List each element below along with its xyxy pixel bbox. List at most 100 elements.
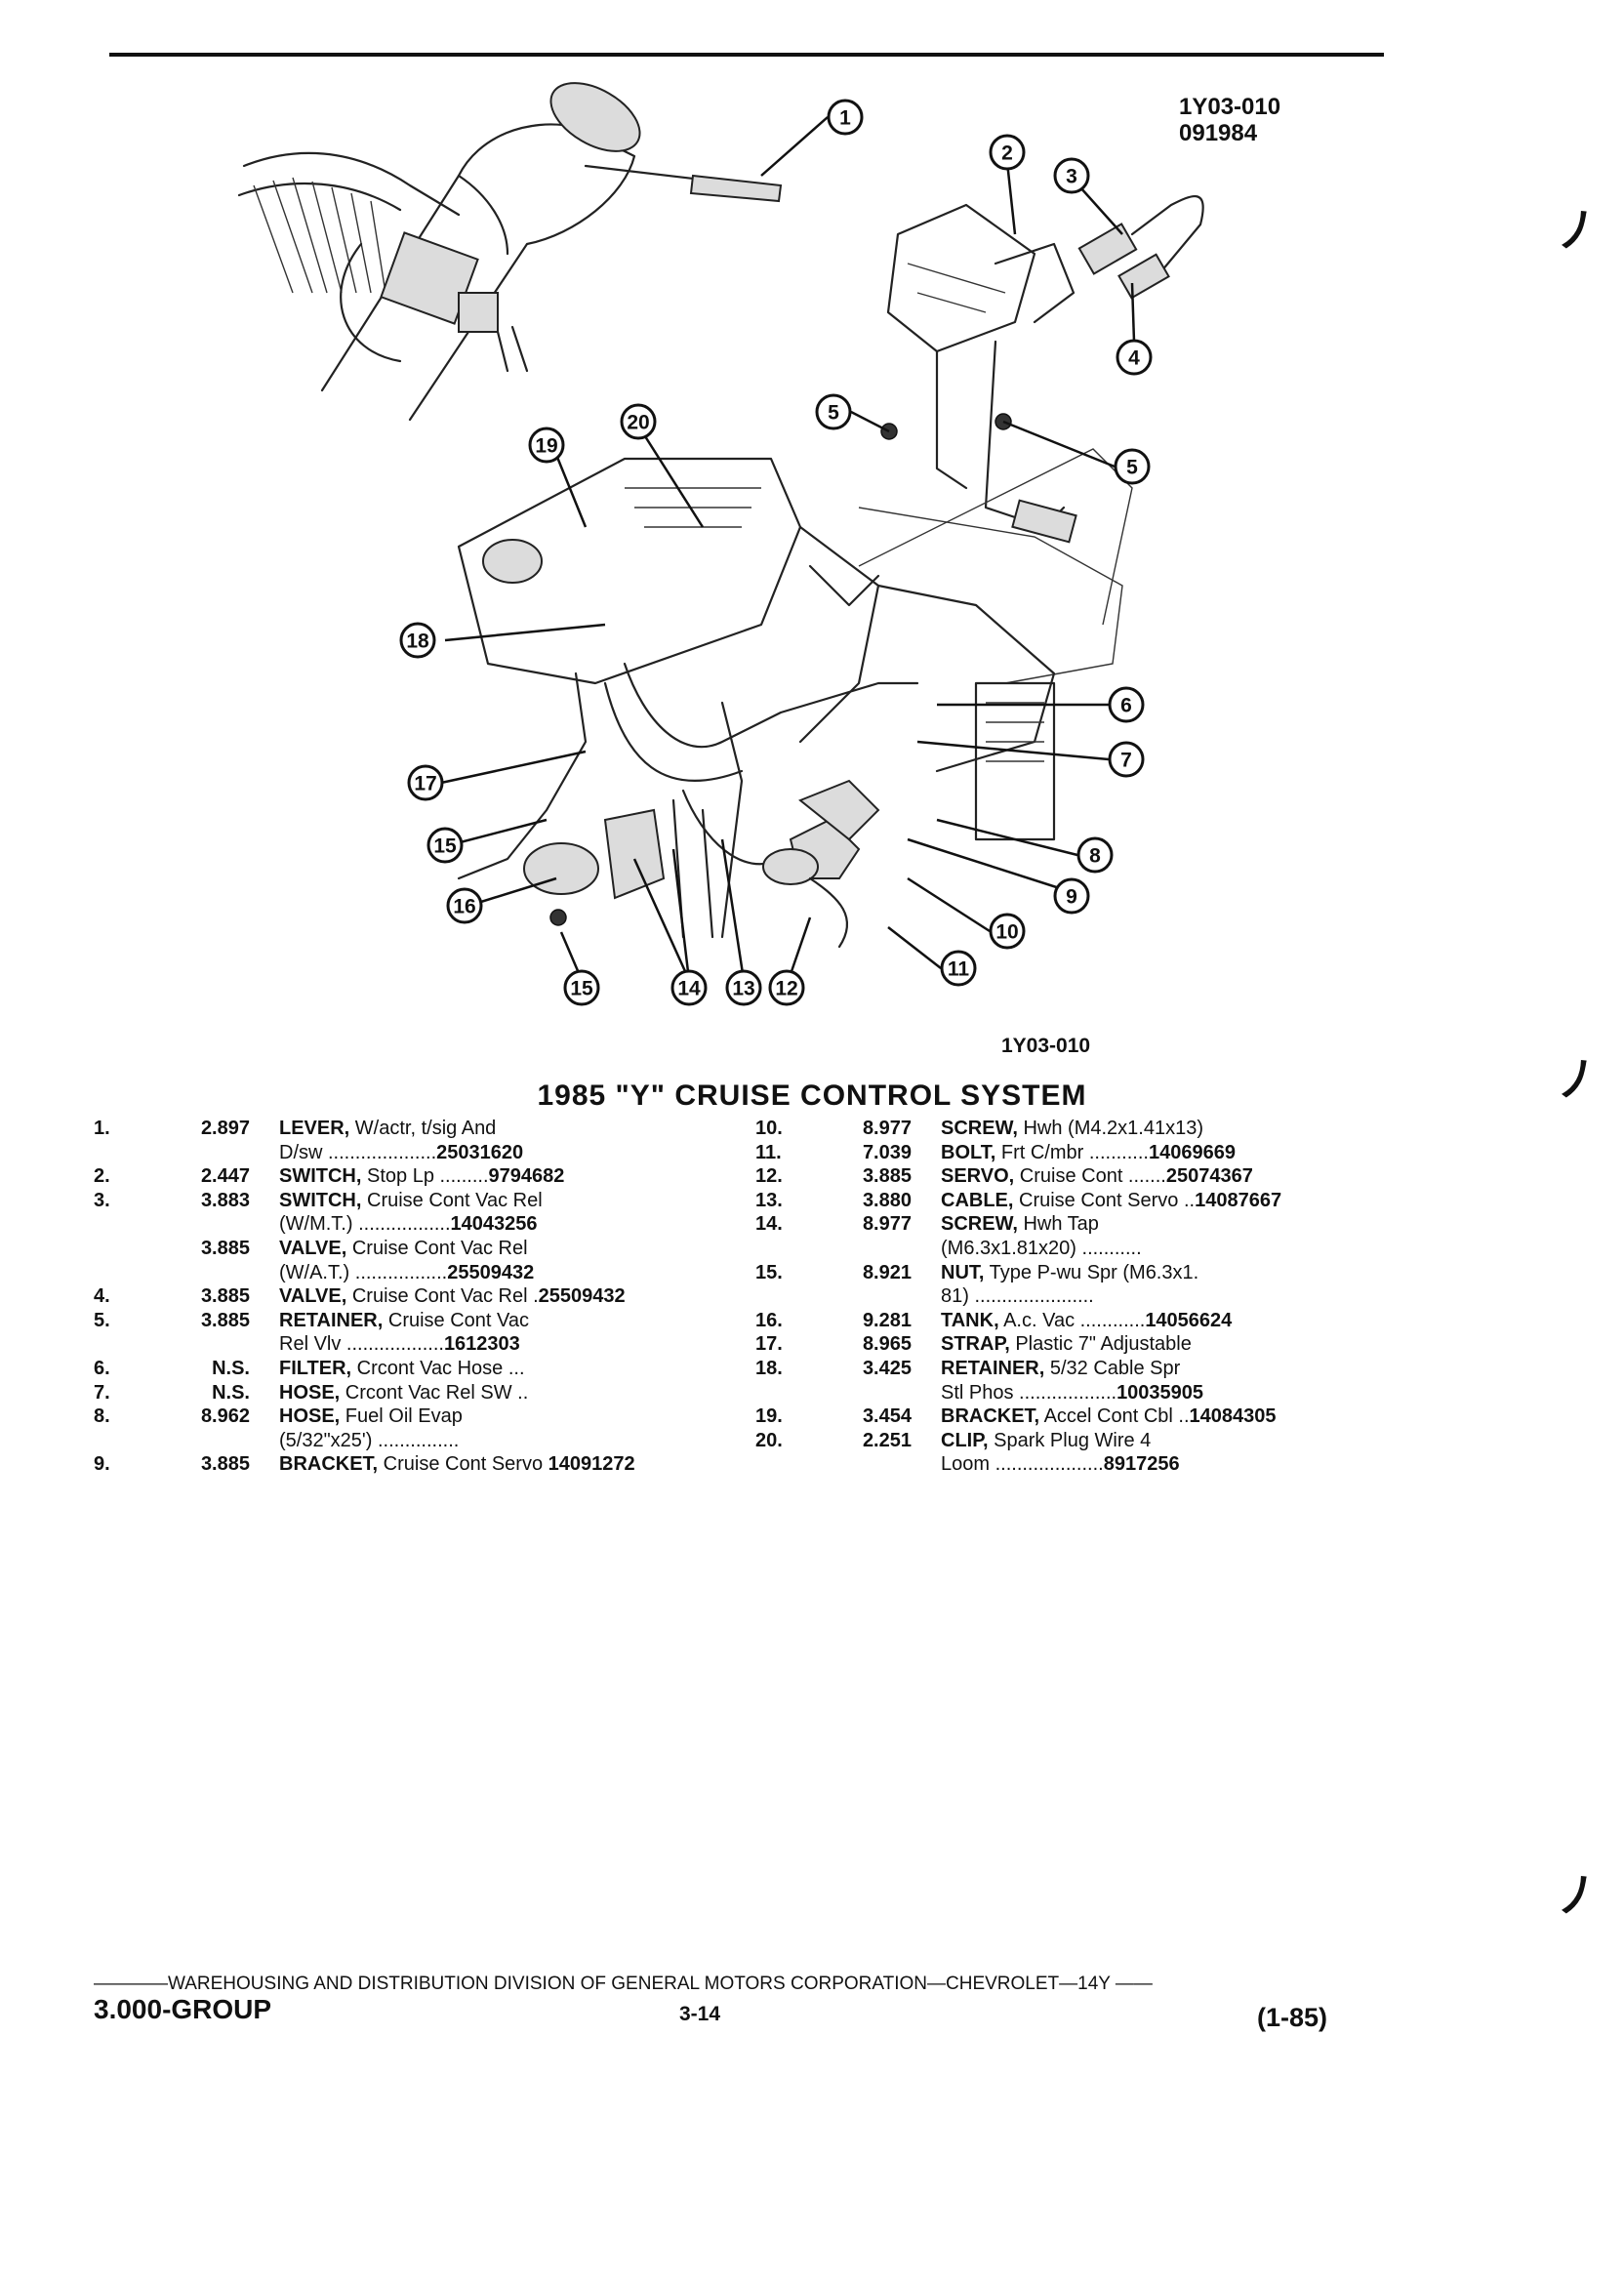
svg-text:19: 19	[535, 435, 557, 458]
group-code: 8.962	[200, 1405, 250, 1428]
part-text: Loom ....................	[941, 1453, 1104, 1476]
part-text: Hwh (M4.2x1.41x13)	[1017, 1118, 1203, 1139]
callout-13: 13	[725, 969, 762, 1006]
part-description: Loom ....................8917256	[941, 1452, 1380, 1477]
part-number: 25509432	[538, 1285, 626, 1308]
group-code: 9.281	[862, 1309, 912, 1331]
part-text: (M6.3x1.81x20) ...........	[941, 1237, 1142, 1259]
callout-15: 15	[426, 827, 464, 864]
engine-bay-art	[457, 448, 1133, 949]
top-rule	[109, 53, 1384, 57]
part-description: HOSE, Crcont Vac Rel SW ..	[279, 1381, 709, 1405]
part-name: SERVO,	[941, 1165, 1015, 1188]
part-number: 10035905	[1116, 1381, 1204, 1404]
part-text: 5/32 Cable Spr	[1044, 1357, 1181, 1379]
part-name: STRAP,	[941, 1333, 1010, 1356]
part-text: Stl Phos ..................	[941, 1381, 1117, 1404]
part-description: D/sw ....................25031620	[279, 1141, 709, 1165]
svg-text:3: 3	[1066, 166, 1077, 188]
part-description: SWITCH, Cruise Cont Vac Rel	[279, 1189, 709, 1213]
part-name: VALVE,	[279, 1285, 347, 1308]
part-text: Crcont Vac Rel SW ..	[340, 1381, 529, 1404]
group-code: 3.885	[200, 1453, 250, 1476]
part-name: RETAINER,	[941, 1357, 1045, 1379]
part-text: Cruise Cont Servo	[378, 1453, 548, 1476]
svg-text:15: 15	[433, 835, 457, 858]
item-number	[94, 1429, 148, 1453]
svg-text:1: 1	[839, 107, 851, 130]
callout-16: 16	[446, 887, 483, 924]
svg-text:8: 8	[1089, 845, 1101, 868]
part-description: BRACKET, Accel Cont Cbl ..14084305	[941, 1405, 1380, 1429]
parts-list-row: 7.N.S.HOSE, Crcont Vac Rel SW ..	[94, 1381, 709, 1405]
group-code	[148, 1429, 279, 1453]
part-text: Rel Vlv ..................	[279, 1333, 444, 1356]
part-text: (5/32"x25') ...............	[279, 1429, 460, 1451]
figure-date: 091984	[1179, 120, 1258, 146]
leader-lines	[440, 116, 1136, 981]
item-number: 14.	[755, 1213, 783, 1236]
part-name: CABLE,	[941, 1189, 1014, 1211]
callout-9: 9	[1053, 877, 1090, 915]
part-description: CLIP, Spark Plug Wire 4	[941, 1429, 1380, 1453]
group-code	[810, 1284, 941, 1309]
group-code: N.S.	[212, 1381, 250, 1404]
group-code: 3.885	[862, 1165, 912, 1188]
item-number: 9.	[94, 1453, 110, 1476]
item-number: 3.	[94, 1189, 110, 1211]
part-description: BRACKET, Cruise Cont Servo 14091272	[279, 1452, 709, 1477]
part-name: VALVE,	[279, 1237, 347, 1259]
footer-division-line: ————WAREHOUSING AND DISTRIBUTION DIVISIO…	[94, 1974, 1153, 1994]
part-name: HOSE,	[279, 1405, 341, 1428]
part-text: Cruise Cont Vac Rel	[361, 1189, 543, 1211]
part-name: HOSE,	[279, 1381, 341, 1404]
svg-text:7: 7	[1120, 750, 1132, 772]
svg-text:15: 15	[570, 978, 593, 1000]
group-code: 3.883	[200, 1189, 250, 1211]
callout-5: 5	[1114, 448, 1151, 485]
svg-text:17: 17	[414, 773, 436, 795]
group-code: 2.251	[862, 1429, 912, 1451]
group-code: 2.447	[200, 1165, 250, 1188]
callout-4: 4	[1116, 339, 1153, 376]
part-name: LEVER,	[279, 1118, 350, 1139]
part-name: CLIP,	[941, 1429, 989, 1451]
svg-text:18: 18	[406, 631, 429, 653]
group-code	[810, 1381, 941, 1405]
group-code: 3.454	[862, 1405, 912, 1428]
part-text: Cruise Cont Servo ..	[1013, 1189, 1196, 1211]
part-number: 25031620	[436, 1141, 524, 1163]
footer-group-number: 3.000-GROUP	[94, 1994, 272, 2024]
part-number: 25074367	[1165, 1165, 1253, 1188]
part-number: 14043256	[450, 1213, 538, 1236]
item-number: 4.	[94, 1285, 110, 1308]
item-number	[94, 1141, 148, 1165]
part-description: CABLE, Cruise Cont Servo ..14087667	[941, 1189, 1380, 1213]
part-name: SCREW,	[941, 1213, 1018, 1236]
item-number: 16.	[755, 1309, 783, 1331]
part-text: D/sw ....................	[279, 1141, 437, 1163]
part-text: Cruise Cont Vac	[383, 1309, 529, 1331]
figure-code: 1Y03-010	[1179, 94, 1281, 120]
svg-text:5: 5	[828, 402, 839, 425]
part-text: Plastic 7" Adjustable	[1009, 1333, 1192, 1356]
item-number: 18.	[755, 1357, 783, 1379]
item-number: 19.	[755, 1405, 783, 1428]
part-number: 14087667	[1195, 1189, 1282, 1211]
item-number: 13.	[755, 1189, 783, 1211]
part-description: SERVO, Cruise Cont .......25074367	[941, 1164, 1380, 1189]
group-code: 3.885	[200, 1237, 250, 1259]
part-name: TANK,	[941, 1309, 999, 1331]
part-name: BRACKET,	[941, 1405, 1040, 1428]
svg-text:14: 14	[677, 978, 701, 1000]
group-code	[810, 1452, 941, 1477]
callout-11: 11	[940, 950, 977, 987]
parts-list-row: 3. 3.883 SWITCH, Cruise Cont Vac Rel	[94, 1189, 709, 1213]
